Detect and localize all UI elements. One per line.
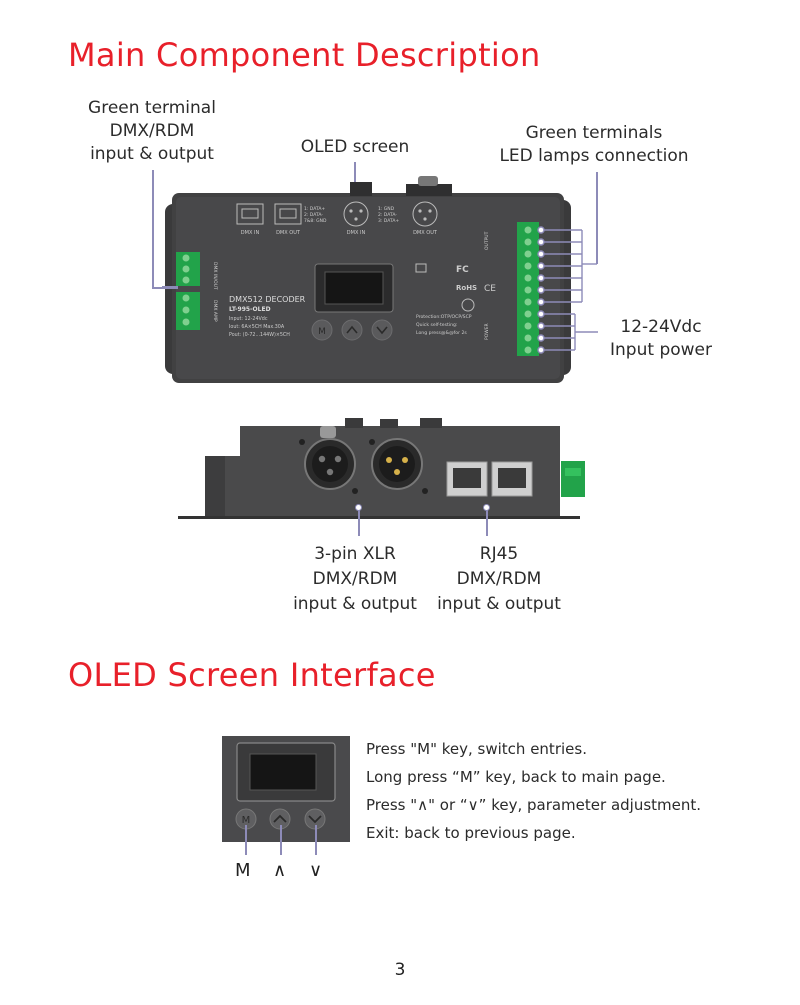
svg-text:Quick self-testing:: Quick self-testing: — [416, 322, 458, 328]
section-title-main: Main Component Description — [68, 36, 541, 74]
leader-line — [245, 825, 247, 855]
svg-text:Protection:OTP/OCP/SCP: Protection:OTP/OCP/SCP — [416, 314, 472, 320]
svg-text:Long press@&@for 2s: Long press@&@for 2s — [416, 330, 467, 336]
decoder-top-view: DMX IN DMX OUT 1: DATA+ 2: DATA- 7&8: GN… — [162, 176, 598, 383]
leader-dot — [483, 504, 490, 511]
svg-text:DMX OUT: DMX OUT — [413, 230, 438, 236]
up-key-button — [341, 319, 363, 341]
svg-text:DMX IN/OUT: DMX IN/OUT — [212, 262, 218, 290]
rj45-out-icon — [274, 203, 302, 225]
svg-text:M: M — [318, 327, 326, 337]
leader-line — [486, 508, 488, 536]
decoder-side-view — [178, 418, 585, 519]
svg-text:Input: 12-24Vdc: Input: 12-24Vdc — [229, 316, 268, 322]
svg-text:1: GND: 1: GND — [378, 206, 395, 212]
leader-dot — [355, 504, 362, 511]
callout-oled-screen: OLED screen — [300, 137, 410, 157]
svg-text:7&8: GND: 7&8: GND — [304, 218, 327, 224]
page-number: 3 — [394, 960, 406, 980]
oled-closeup: M — [222, 736, 350, 842]
leader-line — [596, 172, 598, 264]
callout-xlr: 3-pin XLR DMX/RDM input & output — [293, 544, 417, 614]
oled-display-screen — [324, 271, 384, 305]
instruction-line: Exit: back to previous page. — [366, 824, 576, 842]
svg-text:DMX512 DECODER: DMX512 DECODER — [229, 295, 306, 304]
side-terminal-block — [561, 461, 585, 497]
svg-text:OUTPUT: OUTPUT — [484, 231, 490, 250]
svg-text:DMX IN: DMX IN — [347, 230, 366, 236]
svg-text:3: DATA+: 3: DATA+ — [378, 218, 399, 224]
svg-text:POWER: POWER — [484, 323, 490, 340]
callout-input-power: 12-24Vdc Input power — [610, 317, 712, 360]
rj45-in-icon — [236, 203, 264, 225]
callout-rj45: RJ45 DMX/RDM input & output — [437, 544, 561, 614]
instruction-line: Press "∧" or “∨” key, parameter adjustme… — [366, 796, 702, 814]
svg-text:Pout: (0-72...144W)×5CH: Pout: (0-72...144W)×5CH — [229, 332, 290, 338]
key-label-down: ∨ — [309, 860, 323, 881]
xlr-out-icon — [412, 201, 438, 227]
key-label-up: ∧ — [273, 860, 287, 881]
svg-text:LT-995-OLED: LT-995-OLED — [229, 306, 271, 313]
leader-line — [280, 825, 282, 855]
svg-text:DMX AMP: DMX AMP — [212, 300, 218, 322]
m-key-button — [311, 319, 333, 341]
down-key-button — [371, 319, 393, 341]
oled-screen — [249, 753, 317, 791]
leader-line — [152, 170, 154, 288]
svg-text:Iout: 6A×5CH Max.30A: Iout: 6A×5CH Max.30A — [229, 324, 285, 330]
leader-line — [315, 825, 317, 855]
svg-text:FC: FC — [456, 265, 469, 275]
svg-text:2: DATA-: 2: DATA- — [304, 212, 323, 218]
callout-green-terminals-led: Green terminals LED lamps connection — [499, 123, 689, 166]
svg-text:RoHS: RoHS — [456, 284, 477, 292]
svg-text:CE: CE — [484, 284, 496, 294]
instruction-line: Press "M" key, switch entries. — [366, 740, 587, 758]
svg-text:DMX IN: DMX IN — [241, 230, 260, 236]
svg-text:2: DATA-: 2: DATA- — [378, 212, 397, 218]
svg-text:DMX OUT: DMX OUT — [276, 230, 301, 236]
section-title-oled: OLED Screen Interface — [68, 656, 436, 694]
oled-instructions: Press "M" key, switch entries. Long pres… — [366, 735, 701, 847]
xlr-in-icon — [343, 201, 369, 227]
leader-line — [358, 508, 360, 536]
key-label-m: M — [235, 860, 251, 881]
svg-text:1: DATA+: 1: DATA+ — [304, 206, 325, 212]
svg-text:M: M — [242, 815, 251, 826]
callout-green-terminal: Green terminal DMX/RDM input & output — [88, 98, 216, 164]
instruction-line: Long press “M” key, back to main page. — [366, 768, 666, 786]
